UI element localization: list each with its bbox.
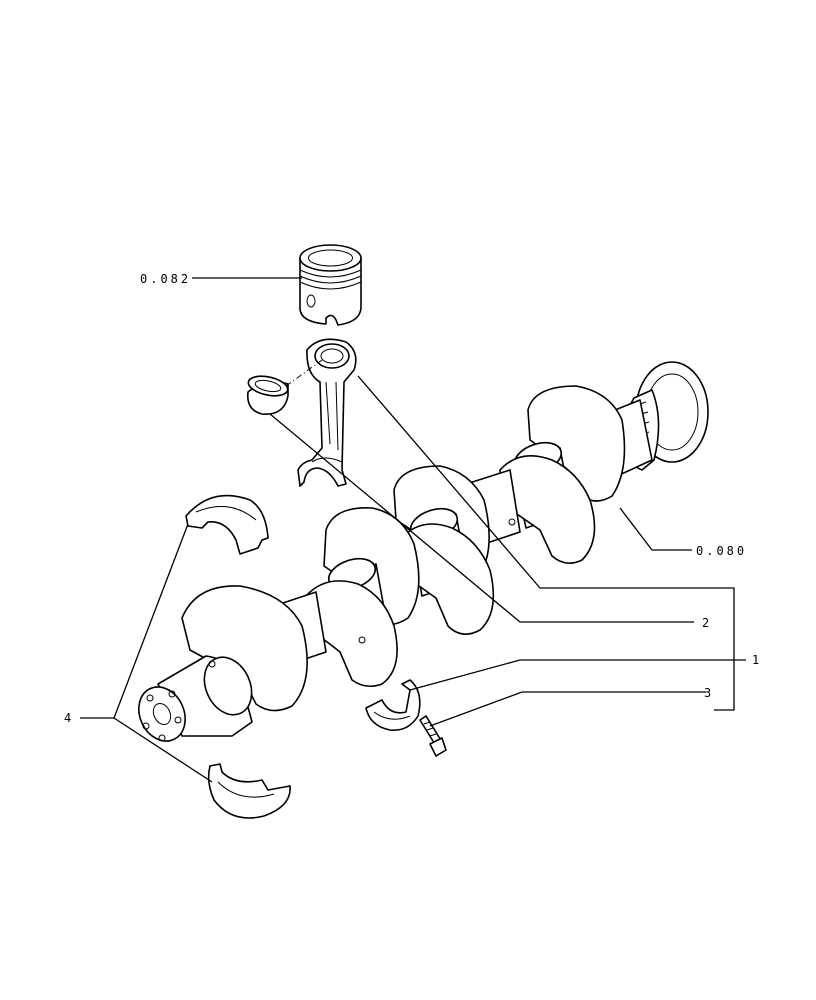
- leader-item-3: [429, 691, 706, 727]
- callout-item-4: 4: [64, 711, 74, 725]
- leader-item-4-upper: [113, 523, 189, 719]
- leader-item-4-lower: [113, 717, 213, 783]
- leader-rear-gear: [619, 507, 692, 551]
- piston: [299, 244, 362, 326]
- main-bearing-shell-lower: [207, 763, 291, 819]
- callout-item-3: 3: [704, 686, 714, 700]
- connecting-rod: [297, 338, 357, 487]
- rod-bearing-shell: [365, 679, 421, 732]
- callout-piston-ref: 0.082: [140, 272, 191, 286]
- crankshaft: [138, 361, 709, 742]
- leader-item-1-bracket: [357, 375, 735, 711]
- leader-item-2: [269, 413, 694, 623]
- callout-item-2: 2: [702, 616, 712, 630]
- assembly-axis-line: [285, 359, 323, 387]
- connecting-rod-bolt: [419, 715, 447, 757]
- callout-item-1: 1: [752, 653, 762, 667]
- callout-rear-gear-ref: 0.080: [696, 544, 747, 558]
- main-bearing-shell-upper: [185, 494, 269, 555]
- crankshaft-front-snout: [138, 655, 253, 742]
- small-end-bush: [246, 375, 289, 415]
- leader-item-1: [409, 659, 746, 691]
